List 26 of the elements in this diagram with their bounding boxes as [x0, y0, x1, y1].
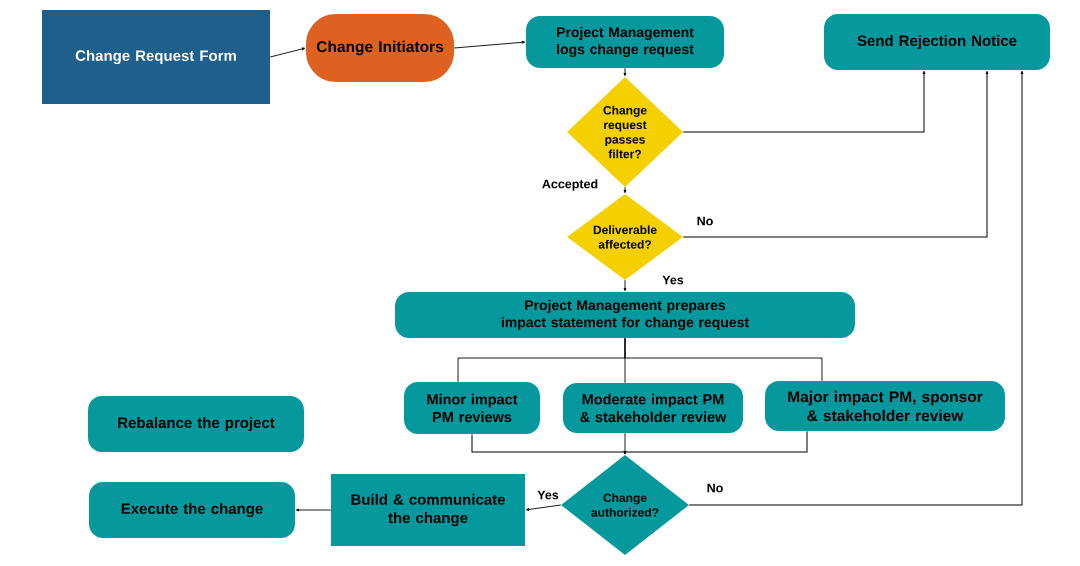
process-box: Moderate impact PM & stakeholder review — [563, 383, 743, 433]
process-box: Project Management prepares impact statement for change request — [395, 292, 855, 338]
initiator-box: Change Initiators — [306, 14, 454, 82]
arrow — [682, 70, 989, 238]
arrow — [295, 508, 332, 512]
process-box: Minor impact PM reviews — [404, 382, 540, 434]
arrow — [623, 430, 808, 455]
arrow — [525, 504, 562, 511]
process-box: Major impact PM, sponsor & stakeholder review — [765, 381, 1005, 431]
edge-label: Yes — [536, 489, 560, 501]
process-box: Build & communicate the change — [331, 474, 525, 546]
arrow — [623, 186, 627, 194]
arrow — [688, 70, 1024, 506]
process-box: Rebalance the project — [88, 396, 304, 452]
edge-label: No — [695, 215, 715, 227]
arrow — [269, 47, 306, 58]
arrow — [623, 279, 627, 292]
arrow — [471, 433, 627, 455]
process-box: Send Rejection Notice — [824, 14, 1050, 70]
arrow — [453, 40, 526, 49]
process-box: Project Management logs change request — [526, 16, 724, 68]
arrow — [682, 70, 926, 133]
process-box: Execute the change — [89, 482, 295, 538]
arrow — [623, 67, 627, 77]
edge-label: No — [705, 482, 725, 494]
diagram-box: Change Request Form — [42, 10, 270, 104]
